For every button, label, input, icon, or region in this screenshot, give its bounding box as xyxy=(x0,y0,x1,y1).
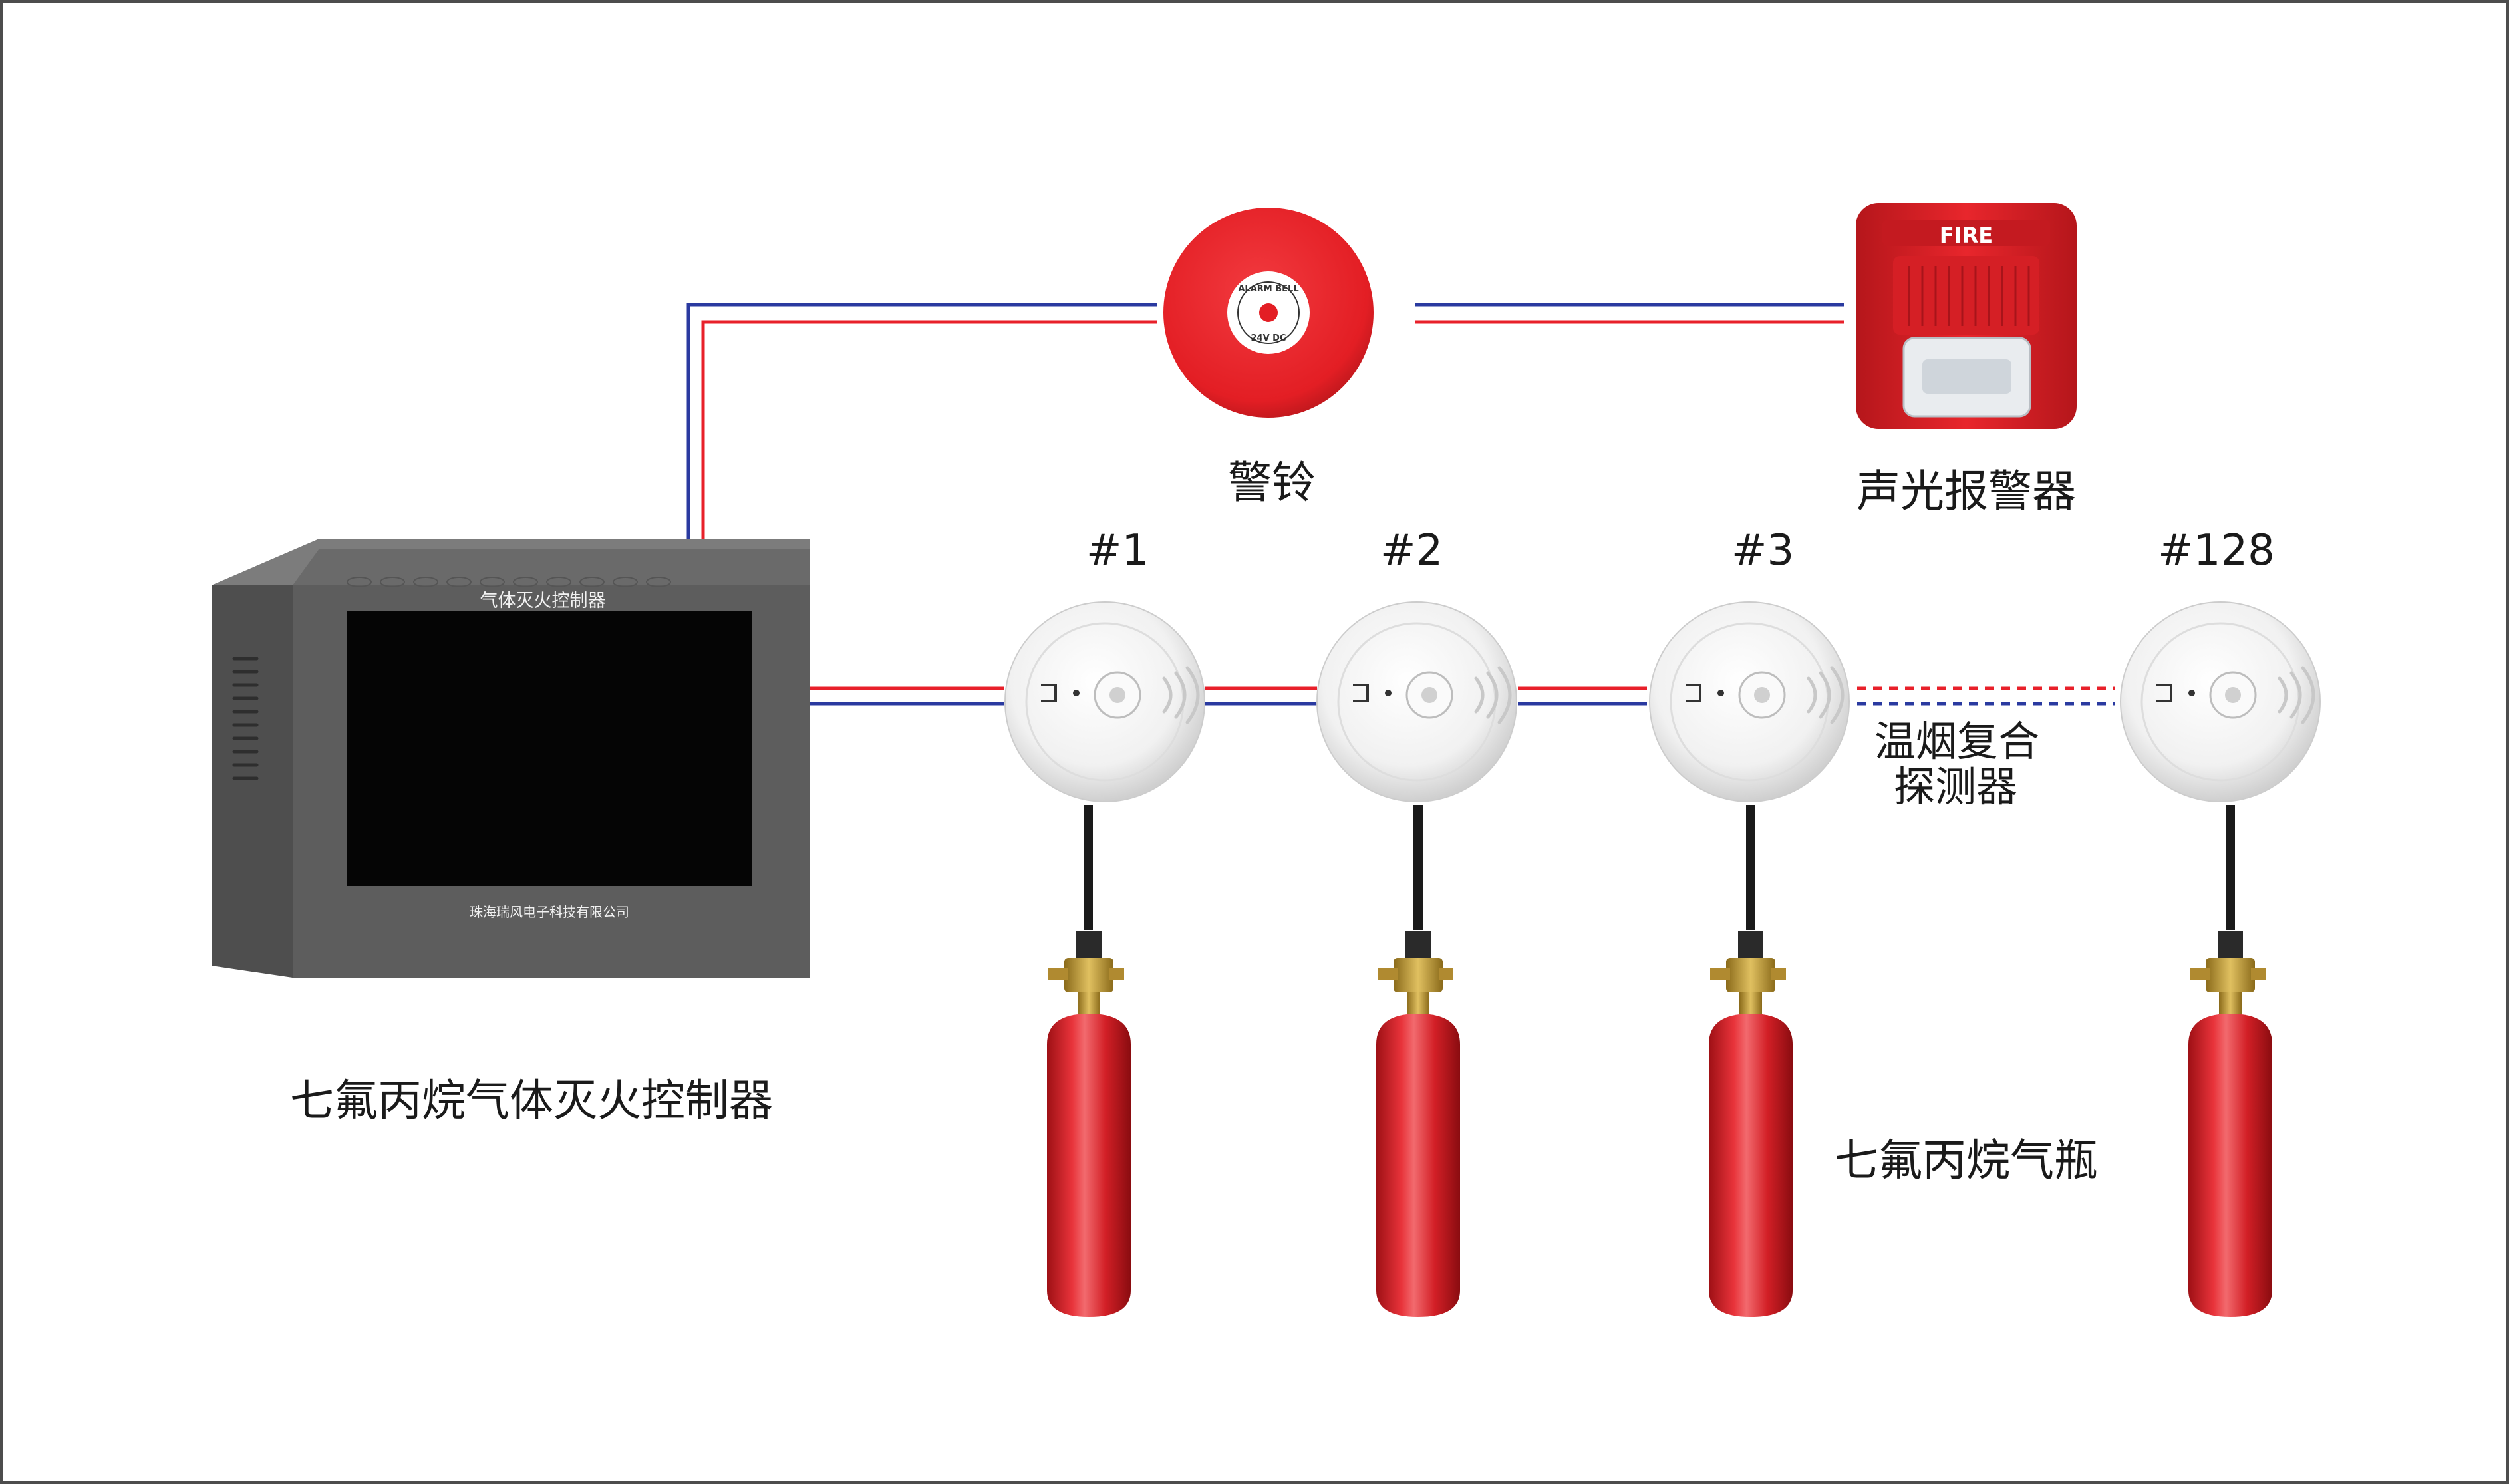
detector-2 xyxy=(1316,601,1517,802)
cylinder-128 xyxy=(2188,931,2272,1317)
controller-caption: 七氟丙烷气体灭火控制器 xyxy=(290,1075,773,1126)
bell-caption: 警铃 xyxy=(1228,457,1316,508)
controller-manufacturer: 珠海瑞风电子科技有限公司 xyxy=(470,904,629,920)
cylinder-caption: 七氟丙烷气瓶 xyxy=(1835,1135,2098,1186)
wire-detector-bus xyxy=(810,686,2115,706)
wire-controller-to-bell xyxy=(686,303,1157,539)
cylinder-2 xyxy=(1376,931,1460,1317)
detector-label-3: #3 xyxy=(1731,526,1795,575)
strobe-caption: 声光报警器 xyxy=(1856,466,2076,517)
wire-bell-to-strobe xyxy=(1415,303,1844,324)
detector-128 xyxy=(2120,601,2321,802)
controller-panel-title: 气体灭火控制器 xyxy=(480,591,606,611)
detector-label-128: #128 xyxy=(2158,526,2275,575)
alarm-bell: ALARM BELL 24V DC xyxy=(1163,208,1374,418)
controller-screen xyxy=(347,611,752,886)
cylinder-3 xyxy=(1709,931,1793,1317)
detector-cables xyxy=(1084,805,2235,930)
cabinet-vents xyxy=(232,657,259,780)
detector-caption-line2: 探测器 xyxy=(1893,762,2018,811)
detector-caption-line1: 温烟复合 xyxy=(1874,717,2040,766)
bell-ring-text-top: ALARM BELL xyxy=(1238,284,1298,294)
cylinder-1 xyxy=(1047,931,1131,1317)
controller-cabinet: 气体灭火控制器 珠海瑞风电子科技有限公司 xyxy=(212,539,810,978)
detector-label-1: #1 xyxy=(1086,526,1149,575)
bell-ring-text-bottom: 24V DC xyxy=(1251,333,1286,343)
detector-3 xyxy=(1649,601,1850,802)
detector-label-2: #2 xyxy=(1380,526,1443,575)
strobe-alarm: FIRE xyxy=(1856,203,2077,429)
detector-1 xyxy=(1004,601,1205,802)
strobe-plate-text: FIRE xyxy=(1940,223,1993,248)
cabinet-knockouts xyxy=(347,577,671,587)
